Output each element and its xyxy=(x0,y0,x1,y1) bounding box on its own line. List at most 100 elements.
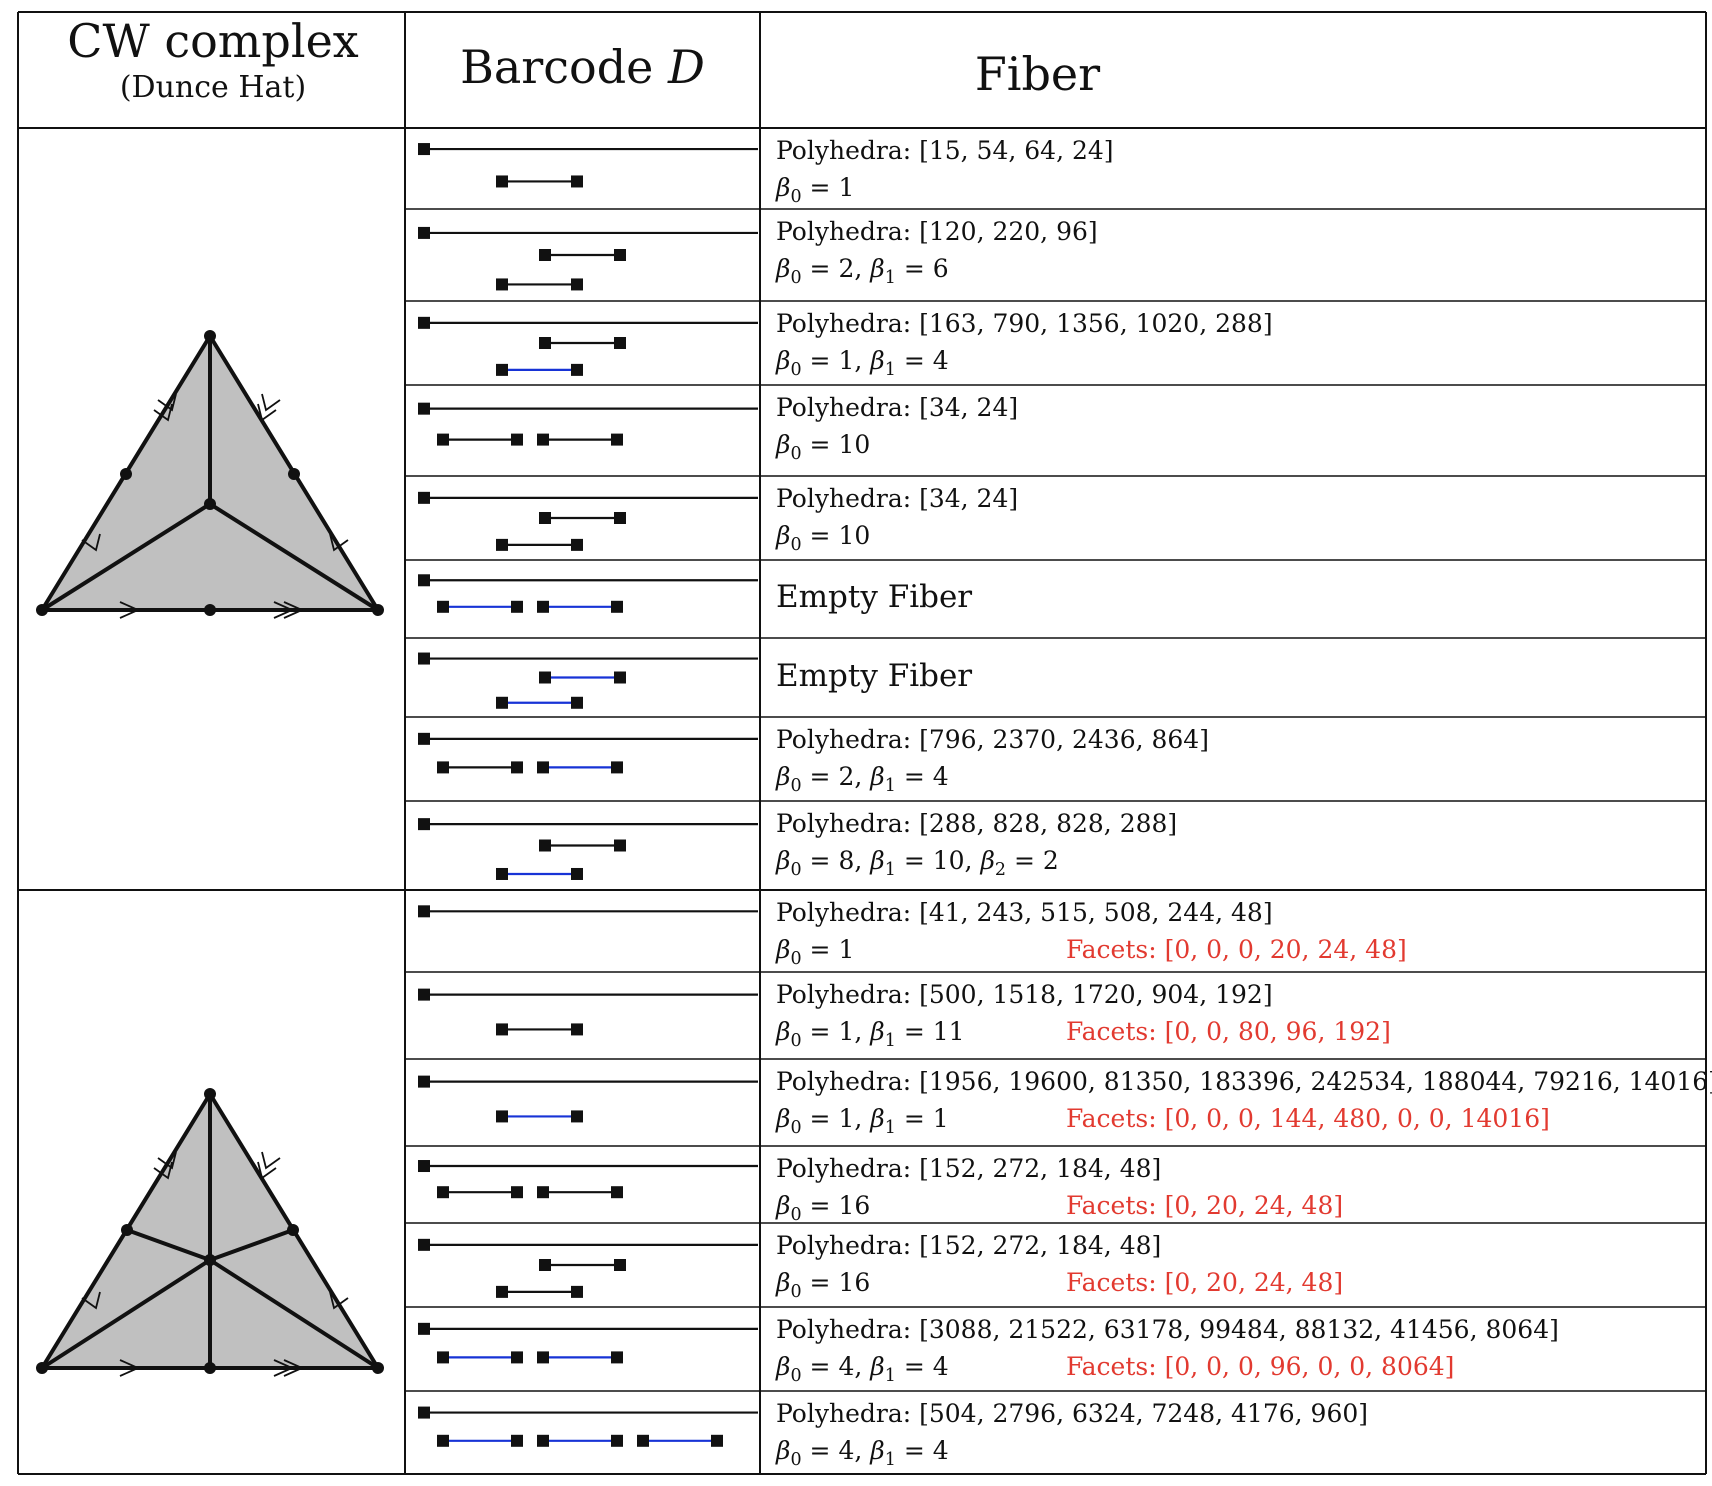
fiber-cell: Polyhedra: [163, 790, 1356, 1020, 288] β0… xyxy=(776,305,1273,389)
polyhedra-counts: Polyhedra: [1956, 19600, 81350, 183396, … xyxy=(776,1067,1712,1096)
barcode-bar-start xyxy=(496,867,508,880)
betti-numbers: β0 = 16 xyxy=(776,1191,871,1226)
barcode-bar-end xyxy=(571,363,583,376)
dunce-hat-triangle-1 xyxy=(36,330,384,619)
barcode-bar-start xyxy=(418,1075,430,1088)
fiber-second-line: β0 = 4, β1 = 4 xyxy=(776,1432,1368,1479)
polyhedra-counts: Polyhedra: [163, 790, 1356, 1020, 288] xyxy=(776,309,1273,338)
empty-fiber-label: Empty Fiber xyxy=(776,579,973,615)
barcode-bar-start xyxy=(418,316,430,329)
fiber-second-line: β0 = 1, β1 = 4 xyxy=(776,342,1273,389)
polyhedra-counts: Polyhedra: [15, 54, 64, 24] xyxy=(776,136,1114,165)
header-barcode: Barcode D xyxy=(405,40,760,94)
barcode-bar-start xyxy=(496,278,508,291)
fiber-title: Fiber xyxy=(974,47,1101,101)
betti-numbers: β0 = 4, β1 = 4 xyxy=(776,1436,949,1471)
barcode-bar-start xyxy=(496,696,508,709)
facets-counts: Facets: [0, 0, 0, 96, 0, 0, 8064] xyxy=(1066,1352,1455,1381)
polyhedra-counts: Polyhedra: [120, 220, 96] xyxy=(776,217,1098,246)
barcode-bar-start xyxy=(537,1351,549,1364)
fiber-cell: Polyhedra: [120, 220, 96] β0 = 2, β1 = 6 xyxy=(776,213,1098,297)
betti-numbers: β0 = 1, β1 = 4 xyxy=(776,346,949,381)
fiber-second-line: β0 = 8, β1 = 10, β2 = 2 xyxy=(776,842,1177,889)
fiber-second-line: β0 = 10 xyxy=(776,517,1066,564)
betti-numbers: β0 = 16 xyxy=(776,1268,871,1303)
barcode-bar-start xyxy=(418,491,430,504)
barcode-bar-start xyxy=(539,337,551,349)
betti-numbers: β0 = 1 xyxy=(776,173,855,208)
barcode-bar-start xyxy=(418,226,430,239)
barcode-bar-start xyxy=(496,1285,508,1298)
barcode-bar-start xyxy=(537,1434,549,1447)
barcode-bar-end xyxy=(611,1186,623,1199)
betti-numbers: β0 = 4, β1 = 4 xyxy=(776,1352,949,1387)
empty-fiber-label: Empty Fiber xyxy=(776,657,973,694)
barcode-bar-start xyxy=(418,652,430,665)
polyhedra-counts: Polyhedra: [288, 828, 828, 288] xyxy=(776,809,1178,838)
betti-numbers: β0 = 2, β1 = 6 xyxy=(776,254,949,289)
polyhedra-counts: Polyhedra: [152, 272, 184, 48] xyxy=(776,1154,1162,1183)
barcode-bar-start xyxy=(537,600,549,613)
barcode-bar-start xyxy=(437,600,449,613)
barcode-bar-start xyxy=(539,671,551,684)
barcode-bar-start xyxy=(437,761,449,774)
barcode-bar-start xyxy=(539,1259,551,1271)
barcode-bar-start xyxy=(418,1322,430,1335)
barcode-bar-end xyxy=(571,1023,583,1036)
facets-counts: Facets: [0, 0, 80, 96, 192] xyxy=(1066,1017,1391,1046)
fiber-second-line: β0 = 4, β1 = 4 Facets: [0, 0, 0, 96, 0, 0… xyxy=(776,1348,1559,1395)
fiber-cell: Polyhedra: [15, 54, 64, 24] β0 = 1 xyxy=(776,132,1114,216)
cw-complex-title: CW complex xyxy=(67,14,359,68)
barcode-bar-end xyxy=(511,1186,523,1199)
barcode-bar-end xyxy=(614,249,626,261)
polyhedra-counts: Polyhedra: [3088, 21522, 63178, 99484, 8… xyxy=(776,1315,1559,1344)
fiber-cell: Polyhedra: [3088, 21522, 63178, 99484, 8… xyxy=(776,1311,1559,1395)
barcode-bar-end xyxy=(614,512,626,524)
barcode-bar-start xyxy=(496,538,508,551)
barcode-bar-start xyxy=(537,761,549,774)
barcode-bar-end xyxy=(571,1110,583,1123)
barcode-bar-start xyxy=(437,1434,449,1447)
barcode-bar-end xyxy=(571,175,583,188)
polyhedra-counts: Polyhedra: [34, 24] xyxy=(776,393,1019,422)
barcode-bar-end xyxy=(511,600,523,613)
barcode-bar-end xyxy=(571,696,583,709)
barcode-bar-end xyxy=(511,1434,523,1447)
fiber-second-line: β0 = 2, β1 = 4 xyxy=(776,758,1209,805)
betti-numbers: β0 = 8, β1 = 10, β2 = 2 xyxy=(776,846,1059,881)
fiber-cell: Empty Fiber xyxy=(776,656,972,696)
cw-complex-subtitle: (Dunce Hat) xyxy=(119,70,307,105)
barcode-bar-start xyxy=(537,433,549,446)
barcode-bar-start xyxy=(418,988,430,1001)
fiber-cell: Polyhedra: [288, 828, 828, 288] β0 = 8, β… xyxy=(776,805,1177,889)
fiber-cell: Polyhedra: [34, 24]β0 = 10 xyxy=(776,389,1066,473)
barcode-bar-end xyxy=(711,1434,723,1447)
fiber-cell: Polyhedra: [34, 24]β0 = 10 xyxy=(776,480,1066,564)
barcode-bar-end xyxy=(614,671,626,684)
betti-numbers: β0 = 2, β1 = 4 xyxy=(776,762,949,797)
barcode-bar-start xyxy=(496,363,508,376)
facets-counts: Facets: [0, 0, 0, 144, 480, 0, 0, 14016] xyxy=(1066,1104,1550,1133)
fiber-second-line: β0 = 2, β1 = 6 xyxy=(776,250,1098,297)
facets-counts: Facets: [0, 0, 0, 20, 24, 48] xyxy=(1066,935,1407,964)
barcode-bar-start xyxy=(418,905,430,918)
fiber-cell: Polyhedra: [504, 2796, 6324, 7248, 4176,… xyxy=(776,1395,1368,1479)
barcode-bar-end xyxy=(571,867,583,880)
barcode-bar-start xyxy=(418,1238,430,1251)
barcode-bar-end xyxy=(511,433,523,446)
barcode-bar-start xyxy=(418,818,430,831)
dunce-hat-triangle-2 xyxy=(36,1088,384,1377)
barcode-title: Barcode D xyxy=(460,40,705,94)
barcode-bar-start xyxy=(418,732,430,745)
polyhedra-counts: Polyhedra: [41, 243, 515, 508, 244, 48] xyxy=(776,898,1273,927)
header-fiber: Fiber xyxy=(760,46,1315,102)
fiber-cell: Polyhedra: [500, 1518, 1720, 904, 192]β0… xyxy=(776,976,1391,1060)
